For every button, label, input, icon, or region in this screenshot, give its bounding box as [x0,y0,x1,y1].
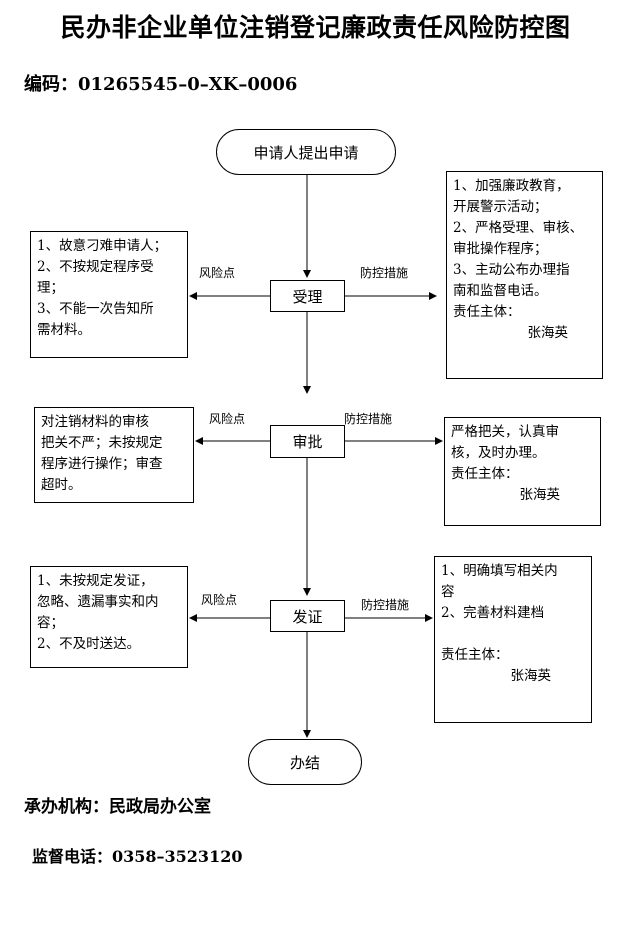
control-box-certify: 1、明确填写相关内 容 2、完善材料建档 责任主体： 张海英 [434,556,592,723]
control-line: 责任主体： [453,304,521,320]
risk-line: 对注销材料的审核 [41,414,149,430]
risk-line: 1、故意刁难申请人； [37,238,168,254]
risk-label-certify: 风险点 [201,593,238,607]
risk-line: 程序进行操作；审查 [41,456,163,472]
control-line: 开展警示活动； [453,199,548,215]
step-certify: 发证 [270,600,345,632]
control-label-accept: 防控措施 [360,266,409,280]
step-accept: 受理 [270,280,345,312]
risk-box-accept: 1、故意刁难申请人； 2、不按规定程序受 理； 3、不能一次告知所 需材料。 [30,231,188,358]
control-label-approve: 防控措施 [344,412,393,426]
control-line: 核，及时办理。 [451,445,546,461]
control-line: 1、明确填写相关内 [441,563,558,579]
risk-line: 容； [37,615,64,631]
risk-line: 理； [37,280,64,296]
risk-label-accept: 风险点 [199,266,236,280]
control-label-certify: 防控措施 [361,598,410,612]
end-node: 办结 [248,739,362,785]
control-box-approve: 严格把关，认真审 核，及时办理。 责任主体： 张海英 [444,417,601,526]
control-line: 严格把关，认真审 [451,424,559,440]
responsible-person: 张海英 [510,668,552,684]
risk-line: 2、不按规定程序受 [37,259,154,275]
risk-line: 把关不严；未按规定 [41,435,163,451]
control-line: 2、严格受理、审核、 [453,220,584,236]
supervision-phone: 监督电话：0358–3523120 [32,847,243,866]
start-node: 申请人提出申请 [216,129,396,175]
risk-line: 需材料。 [37,322,91,338]
risk-line: 3、不能一次告知所 [37,301,154,317]
control-line: 南和监督电话。 [453,283,548,299]
control-line: 2、完善材料建档 [441,605,545,621]
risk-line: 超时。 [41,477,82,493]
responsible-person: 张海英 [519,487,561,503]
control-line: 责任主体： [441,647,509,663]
risk-line: 忽略、遗漏事实和内 [37,594,159,610]
document-code: 编码：01265545–0–XK–0006 [24,74,298,95]
risk-line: 2、不及时送达。 [37,636,141,652]
control-line: 审批操作程序； [453,241,548,257]
control-box-accept: 1、加强廉政教育， 开展警示活动； 2、严格受理、审核、 审批操作程序； 3、主… [446,171,603,379]
control-line [441,624,585,645]
control-line: 责任主体： [451,466,519,482]
risk-box-certify: 1、未按规定发证， 忽略、遗漏事实和内 容； 2、不及时送达。 [30,566,188,668]
step-approve: 审批 [270,425,345,458]
page-title: 民办非企业单位注销登记廉政责任风险防控图 [60,13,571,42]
control-line: 3、主动公布办理指 [453,262,570,278]
risk-line: 1、未按规定发证， [37,573,154,589]
responsible-person: 张海英 [527,325,569,341]
handling-organization: 承办机构：民政局办公室 [24,797,211,817]
control-line: 容 [441,584,455,600]
risk-label-approve: 风险点 [209,412,246,426]
risk-box-approve: 对注销材料的审核 把关不严；未按规定 程序进行操作；审查 超时。 [34,407,194,503]
control-line: 1、加强廉政教育， [453,178,570,194]
